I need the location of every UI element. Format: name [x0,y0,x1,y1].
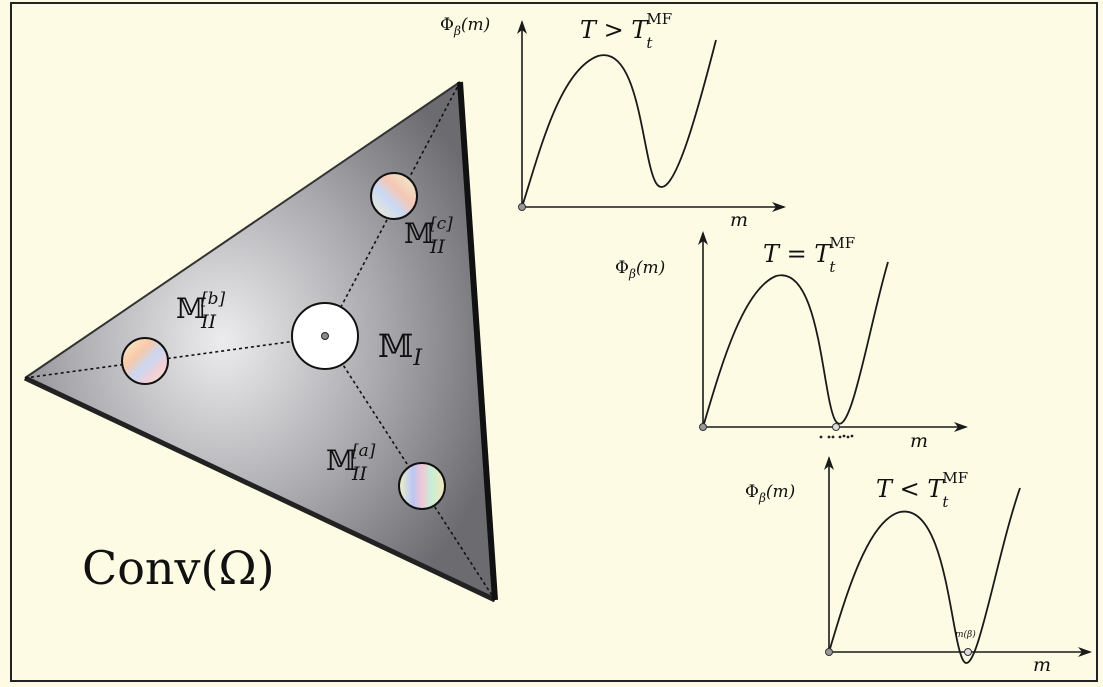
plot2-minimum-marker [832,423,840,431]
svg-text:II: II [429,236,446,258]
plot-at-transition: Φβ(m) m T = TtMF [615,231,968,452]
plot3-y-label: Φβ(m) [745,482,795,505]
svg-text:𝕄: 𝕄 [176,292,207,325]
svg-text:II: II [200,311,217,333]
svg-text:[a]: [a] [352,441,376,461]
plot1-y-label: Φβ(m) [440,15,490,38]
plot3-x-label: m [1033,654,1051,676]
svg-text:𝕄: 𝕄 [404,217,435,250]
plot2-origin [699,423,707,431]
simplex-edge-right [457,81,498,601]
svg-text:[b]: [b] [201,289,226,309]
mii-c-label: 𝕄 [c] II [404,214,453,258]
svg-text:[c]: [c] [430,214,453,234]
plot2-y-label: Φβ(m) [615,258,665,281]
plot3-marker-label: m(β) [955,629,976,640]
plot-above-transition: Φβ(m) m T > TtMF [440,10,786,231]
conv-omega-label: Conv(Ω) [82,541,275,595]
svg-text:II: II [351,463,368,485]
mii-a-label: 𝕄 [a] II [326,441,376,485]
plot1-origin [518,203,526,211]
simplex-edge-bottom [23,375,497,603]
svg-text:𝕄: 𝕄 [326,444,357,477]
plot2-x-label: m [910,430,928,452]
plot2-curve [702,261,889,428]
plot1-curve [521,39,717,208]
plot2-dots [819,434,854,439]
simplex-edge-top [24,81,461,379]
mii-b-label: 𝕄 [b] II [176,289,226,333]
mi-label: 𝕄I [378,327,423,371]
plot3-minimum-marker [964,648,972,656]
plot3-curve [828,487,1021,664]
plot2-condition: T = TtMF [763,234,855,276]
plot3-condition: T < TtMF [876,469,968,511]
point-mii-b [121,337,169,385]
point-mii-a [398,462,446,510]
plot3-origin [825,648,833,656]
plot-below-transition: m(β) Φβ(m) m T < TtMF [745,456,1092,676]
center-dot [321,332,329,340]
point-mii-c [370,172,418,220]
plot1-condition: T > TtMF [580,10,672,52]
plot1-x-label: m [730,209,748,231]
